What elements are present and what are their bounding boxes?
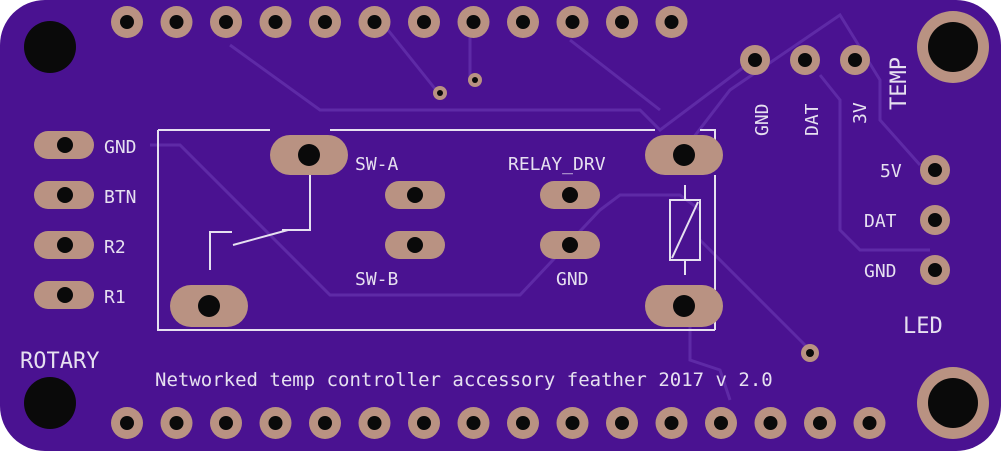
led-pin-dat-label: DAT [864,211,897,232]
led-pads [920,155,950,285]
bottom-header-pin-hole [862,416,877,430]
bottom-header-pin-hole [367,416,382,430]
mounting-hole-bottom-left [24,377,76,429]
led-pin-5v-label: 5V [880,161,902,182]
bottom-header-pin-hole [417,416,431,430]
bottom-header-pin-hole [219,416,233,430]
mounting-hole-bottom-right-inner [928,378,978,428]
sw-b-label: SW-B [355,269,398,290]
relay-outline [157,129,716,331]
board-footer-text: Networked temp controller accessory feat… [155,369,773,391]
led-pin-gnd-label: GND [864,261,897,282]
rotary-pin-btn-label: BTN [104,187,137,208]
top-header-pin-hole [318,15,332,29]
mounting-hole-top-right-inner [928,22,978,72]
rotary-pin-r1-label: R1 [104,287,126,308]
temp-pads [740,45,870,75]
bottom-header-pin-hole [268,416,283,430]
bottom-header-pin-hole [714,416,728,430]
top-header-pin-hole [615,15,629,29]
top-header-pins [111,6,688,38]
top-header-pin-hole [169,15,184,29]
relay-pads [170,135,723,327]
led-title: LED [903,314,943,339]
rotary-pin-gnd-label: GND [104,137,137,158]
temp-pin-gnd-label: GND [752,103,773,136]
relay-drv-label: RELAY_DRV [508,154,606,175]
temp-pin-3v-label: 3V [850,102,871,124]
vias [433,73,819,362]
rotary-title: ROTARY [20,349,99,374]
rotary-pads [34,131,94,309]
mounting-hole-top-left [24,21,76,73]
top-header-pin-hole [516,15,530,29]
bottom-header-pin-hole [615,416,629,430]
bottom-header-pin-hole [169,416,184,430]
top-header-pin-hole [367,15,382,29]
bottom-header-pin-hole [813,416,827,430]
top-header-pin-hole [268,15,283,29]
temp-title: TEMP [887,57,912,110]
bottom-header-pin-hole [120,416,134,430]
bottom-header-pin-hole [318,416,332,430]
top-header-pin-hole [219,15,233,29]
top-header-pin-hole [120,15,134,29]
rotary-pin-r2-label: R2 [104,237,126,258]
bottom-header-pin-hole [516,416,530,430]
sw-a-label: SW-A [355,154,399,175]
top-header-pin-hole [664,15,679,29]
top-header-pin-hole [466,15,481,29]
top-header-pin-hole [565,15,580,29]
bottom-header-pin-hole [565,416,580,430]
bottom-header-pin-hole [763,416,778,430]
bottom-header-pin-hole [664,416,679,430]
top-header-pin-hole [417,15,431,29]
temp-pin-dat-label: DAT [802,103,823,136]
relay-gnd-label: GND [556,269,589,290]
bottom-header-pin-hole [466,416,481,430]
bottom-header-pins [111,407,886,439]
